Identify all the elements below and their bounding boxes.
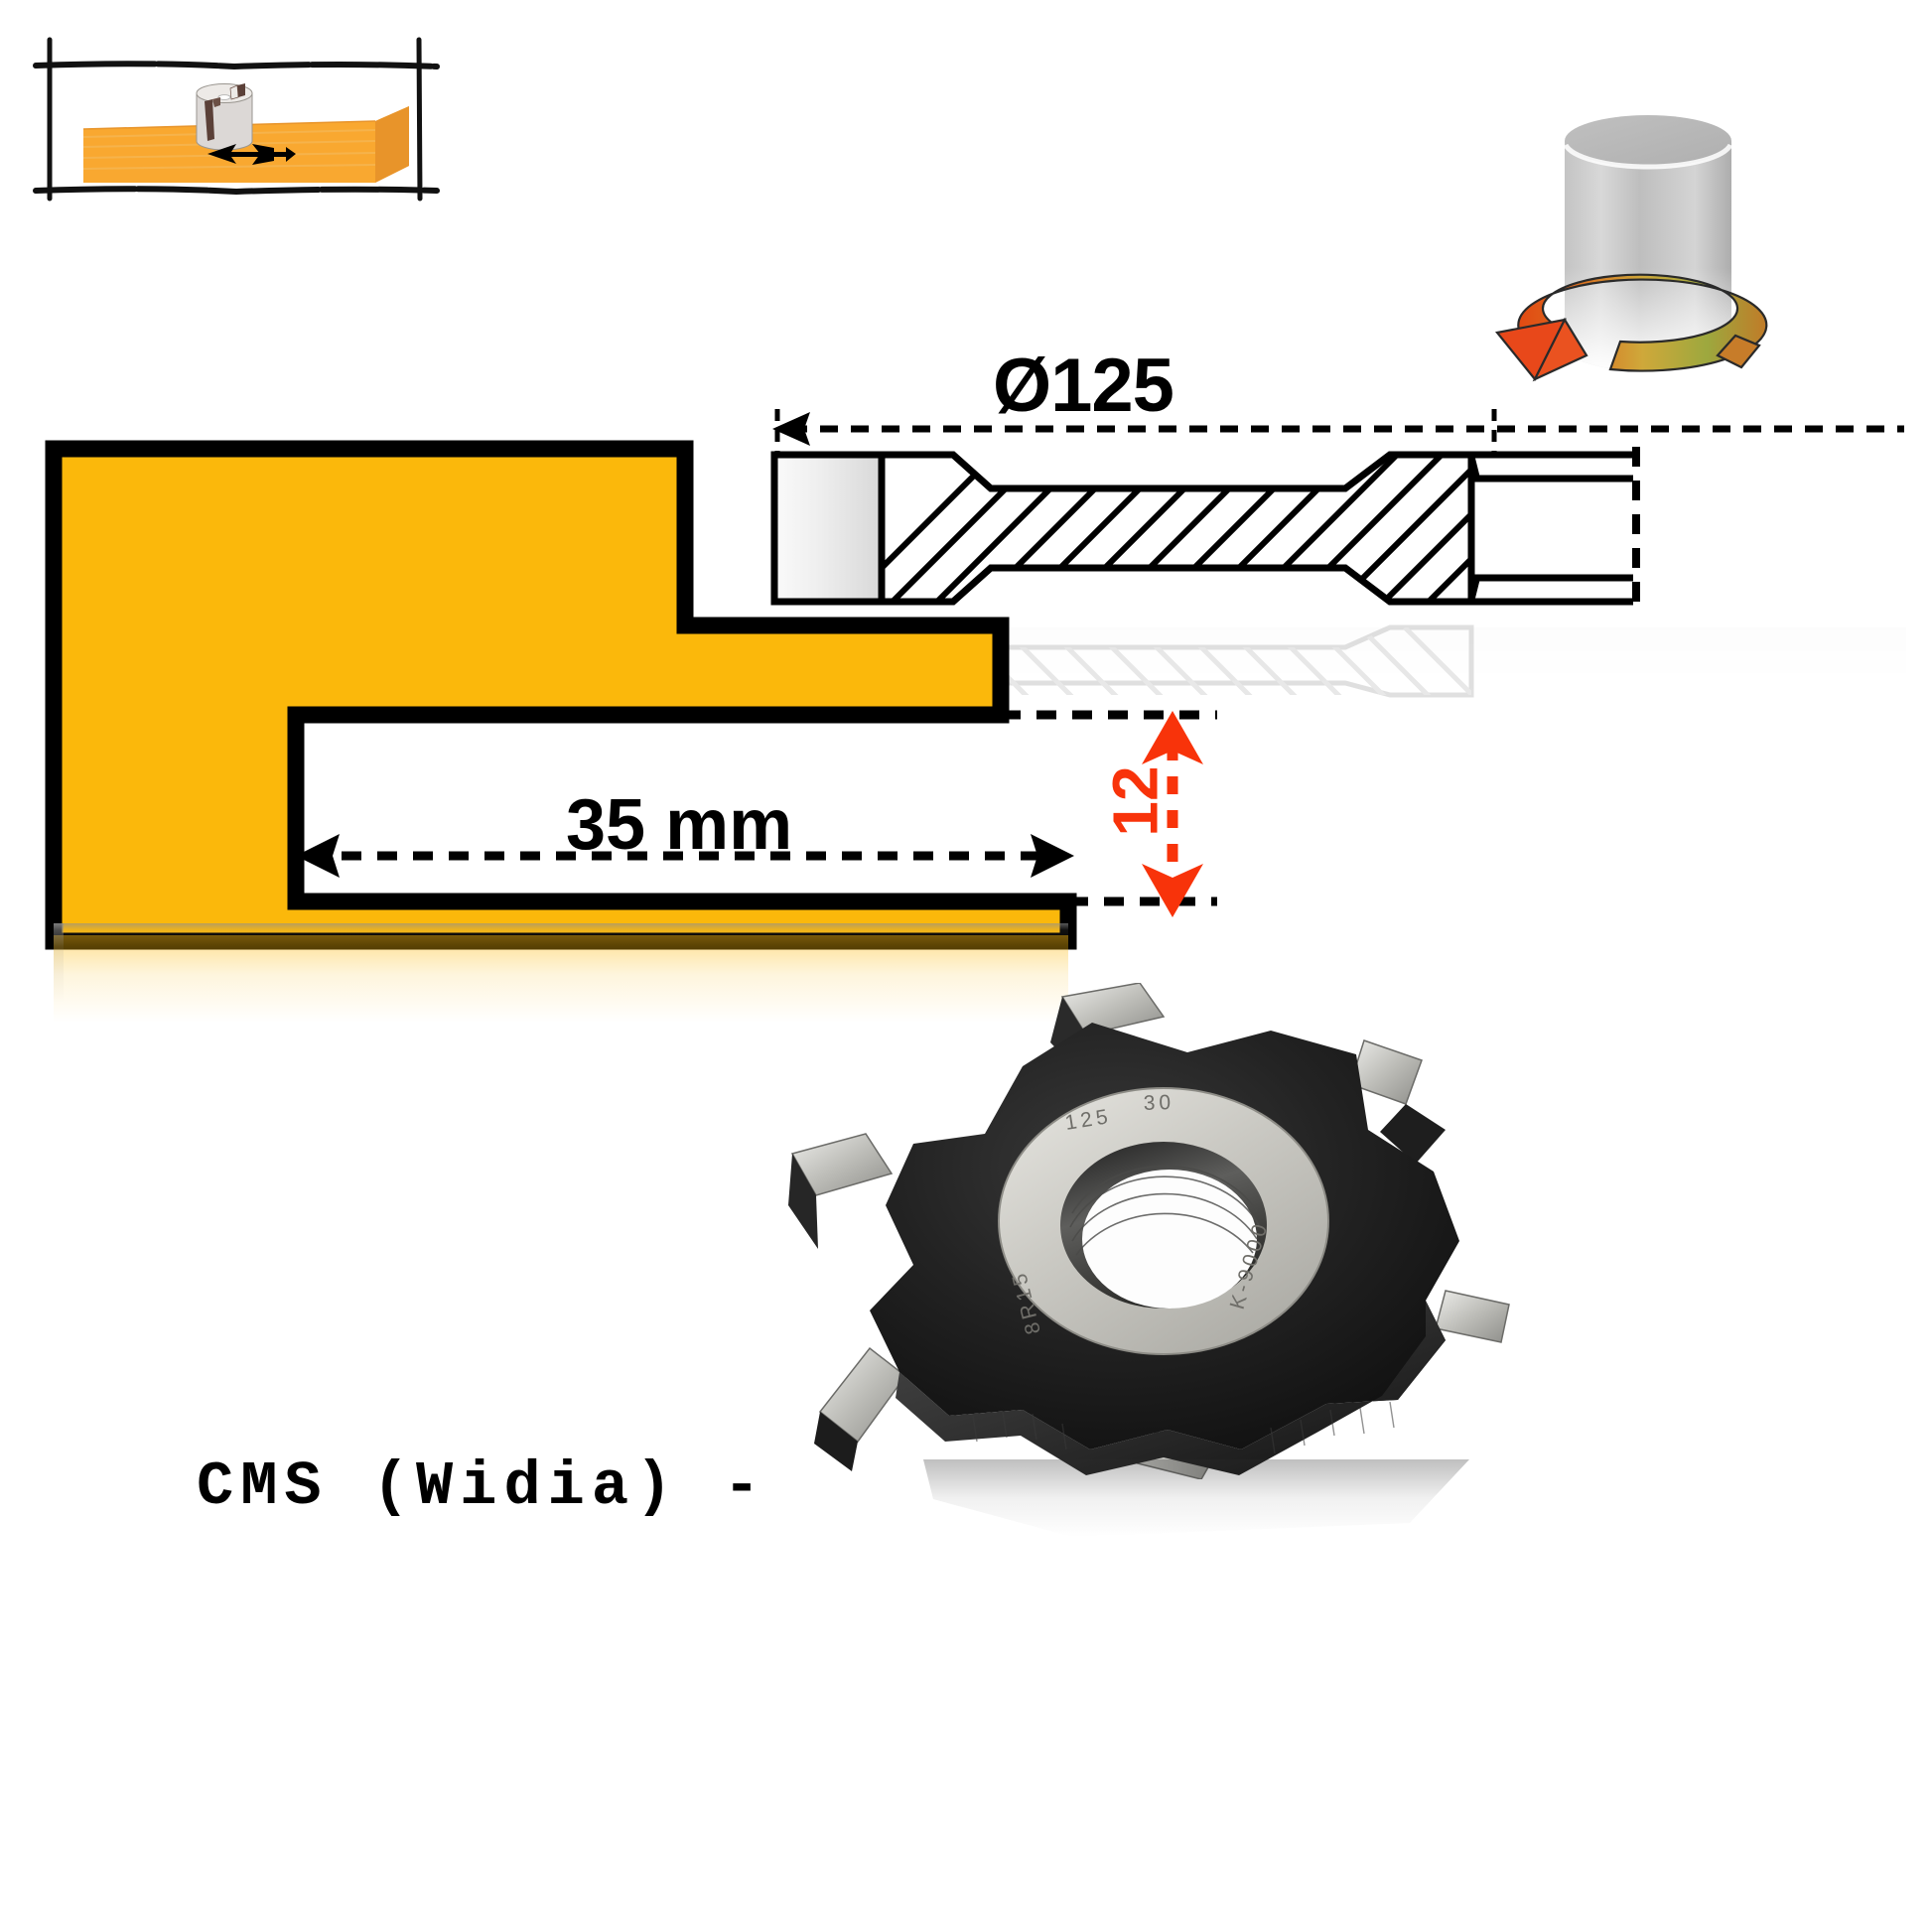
cutter-reflection [774, 1459, 1529, 1588]
rotation-arrow-icon [1494, 273, 1768, 382]
engraving-bore: 30 [1143, 1091, 1174, 1115]
grooving-cutter-photo: 125 30 K-9000 8R15 [774, 983, 1529, 1479]
cutter-hub [998, 1087, 1329, 1355]
cutter-cylinder-icon [196, 83, 253, 151]
feed-direction-arrow [207, 144, 296, 165]
height-label: 12 [1099, 765, 1172, 837]
height-extension-lines [1001, 710, 1217, 906]
spindle-cylinder [1563, 115, 1733, 371]
carbide-tip [770, 451, 886, 606]
caption-text: CMS (Widia) - [197, 1451, 767, 1522]
cutter-bore [1468, 451, 1633, 606]
width-dimension-line [296, 834, 1074, 878]
height-dimension-group [1052, 685, 1311, 943]
diameter-label: Ø125 [993, 344, 1174, 428]
diameter-dimension-line [772, 409, 1904, 455]
height-dimension-arrow [1142, 711, 1203, 917]
spindle-with-rotation-arrow [1469, 89, 1906, 417]
width-label: 35 mm [566, 785, 793, 865]
operation-sketch-thumbnail [26, 22, 443, 210]
workpiece-reflection [30, 923, 1221, 1072]
profile-outline [45, 440, 1077, 950]
